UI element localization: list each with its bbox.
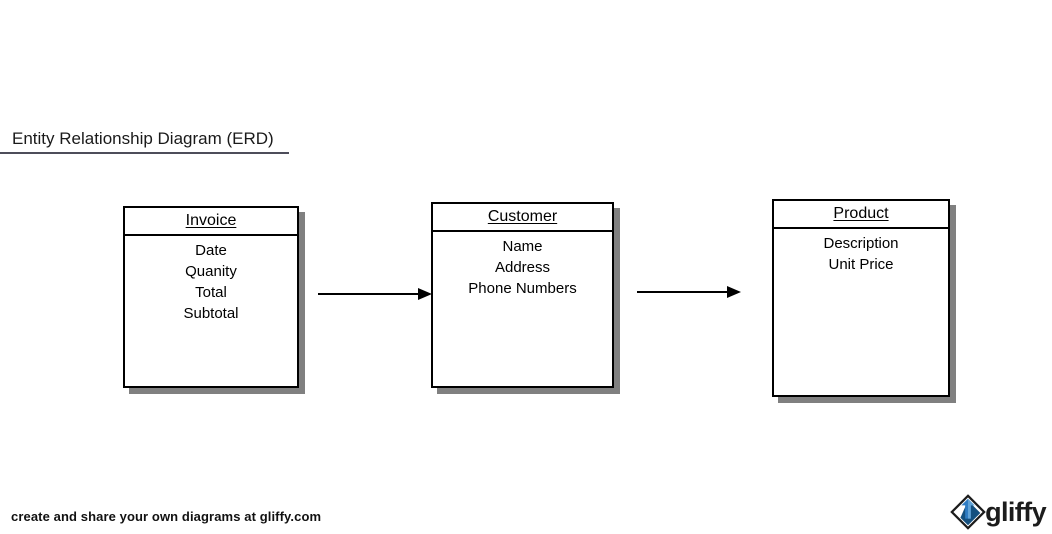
entity-attribute-list-product: Description Unit Price (774, 229, 948, 275)
entity-box-product[interactable]: Product Description Unit Price (772, 199, 950, 397)
entity-attribute: Total (195, 284, 227, 301)
entity-attribute: Subtotal (183, 305, 239, 322)
entity-header-invoice: Invoice (125, 208, 297, 236)
entity-attribute: Address (494, 259, 551, 276)
entity-attribute: Unit Price (828, 256, 894, 273)
gliffy-wordmark: gliffy (985, 496, 1047, 527)
entity-attribute: Quanity (185, 263, 237, 280)
entity-attribute: Date (195, 242, 227, 259)
entity-title-product: Product (833, 205, 889, 222)
footer-tagline: create and share your own diagrams at gl… (11, 509, 322, 524)
diagram-title-underline (0, 152, 289, 154)
entity-attribute: Name (502, 238, 543, 255)
entity-title-customer: Customer (487, 208, 558, 225)
entity-header-customer: Customer (433, 204, 612, 232)
entity-attribute: Phone Numbers (468, 280, 577, 297)
arrowhead-icon (727, 286, 741, 298)
connector-invoice-to-customer[interactable] (318, 286, 432, 302)
entity-title-invoice: Invoice (185, 212, 237, 229)
page-title: Entity Relationship Diagram (ERD) (12, 129, 274, 148)
entity-attribute-list-customer: Name Address Phone Numbers (433, 232, 612, 299)
diagram-title-block: Entity Relationship Diagram (ERD) (0, 128, 290, 149)
connector-customer-to-product[interactable] (637, 284, 741, 300)
arrowhead-icon (418, 288, 432, 300)
gliffy-diamond-arrow-icon (950, 494, 986, 530)
entity-box-invoice[interactable]: Invoice Date Quanity Total Subtotal (123, 206, 299, 388)
entity-attribute-list-invoice: Date Quanity Total Subtotal (125, 236, 297, 324)
entity-box-customer[interactable]: Customer Name Address Phone Numbers (431, 202, 614, 388)
entity-header-product: Product (774, 201, 948, 229)
entity-attribute: Description (823, 235, 899, 252)
gliffy-logo[interactable]: gliffy (949, 492, 1047, 532)
